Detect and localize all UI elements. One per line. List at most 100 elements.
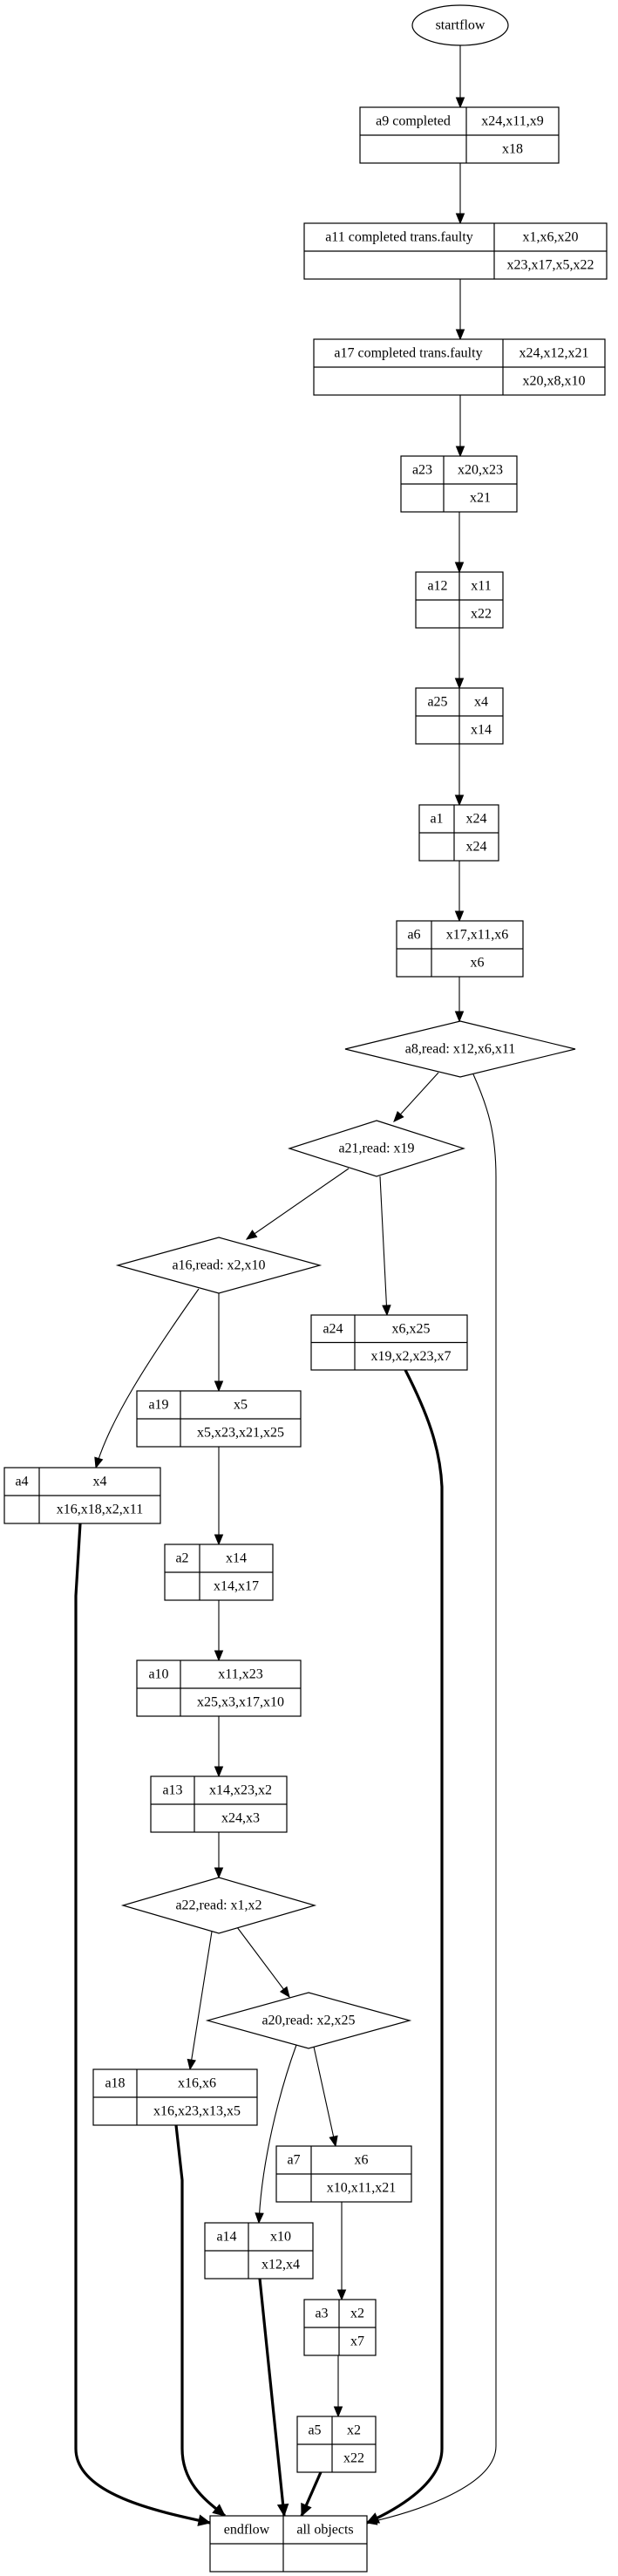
decision-a20[interactable]: a20,read: x2,x25 [205,1992,412,2049]
edge-line [236,1926,290,1998]
edge-a8-to-a21 [393,1072,439,1122]
edge-a2-to-a10 [214,1600,224,1662]
edge-line [393,1072,439,1122]
edge-line [258,2278,286,2517]
edge-a14-to-endflow [258,2278,289,2518]
record-label: a18 [105,2076,125,2091]
edge-a12-to-a25 [454,628,465,690]
arrowhead-icon [454,678,465,690]
arrowhead-icon [336,2289,347,2301]
record-bottom-value: x16,x23,x13,x5 [153,2104,241,2119]
arrowhead-icon [455,213,465,225]
record-label: a17 completed trans.faulty [334,346,482,361]
record-label: a6 [407,928,420,943]
record-bottom-value: x20,x8,x10 [523,374,586,389]
arrowhead-icon [245,1230,258,1240]
edge-a21-to-a24 [379,1176,391,1317]
decision-a16[interactable]: a16,read: x2,x10 [115,1237,323,1294]
edge-a4-to-endflow [74,1523,212,2526]
edge-a16-to-a19 [214,1293,224,1393]
arrowhead-icon [365,2512,381,2524]
record-top-value: x2 [350,2307,364,2321]
record-top-value: x24,x11,x9 [481,114,543,129]
record-bottom-value: x7 [350,2334,364,2349]
edge-startflow-to-a9 [455,45,465,109]
arrowhead-icon [94,1456,104,1469]
record-label: a14 [216,2230,236,2245]
edge-a6-to-a8 [454,977,465,1023]
decision-a8[interactable]: a8,read: x12,x6,x11 [344,1020,576,1078]
decision-label: a16,read: x2,x10 [172,1258,265,1273]
edge-a20-to-a7 [313,2046,338,2148]
edge-a10-to-a13 [214,1716,224,1778]
edge-a13-to-a22 [214,1832,224,1879]
record-label: a13 [162,1783,182,1798]
arrowhead-icon [454,1011,465,1023]
edge-a21-to-a16 [245,1168,350,1240]
start-ellipse [411,4,509,46]
record-top-value: x14 [226,1551,247,1566]
record-label: a5 [308,2423,321,2438]
node-a17[interactable]: a17 completed trans.faulty x24,x12,x21 x20… [313,338,606,396]
edge-a3-to-a5 [333,2355,343,2418]
arrowhead-icon [255,2212,264,2225]
arrowhead-icon [214,1650,224,1662]
record-label: endflow [224,2523,270,2538]
record-top-value: x6 [355,2153,369,2168]
record-label: a9 completed [376,114,451,129]
edge-a1-to-a6 [454,861,465,923]
arrowhead-icon [187,2058,196,2071]
record-bottom-value: x22 [471,607,492,622]
edge-a20-to-a14 [255,2044,297,2225]
decision-label: a21,read: x19 [338,1141,414,1156]
node-endflow[interactable]: endflow all objects [209,2515,368,2573]
edge-a22-to-a20 [236,1926,290,1999]
decision-a22[interactable]: a22,read: x1,x2 [120,1877,317,1934]
arrowhead-icon [454,562,465,574]
arrowhead-icon [455,97,465,109]
record-top-value: all objects [296,2523,353,2538]
record-bottom-value: x21 [470,491,491,506]
record-top-value: x16,x6 [178,2076,216,2091]
decision-a21[interactable]: a21,read: x19 [288,1120,465,1177]
record-top-value: x10 [270,2230,291,2245]
record-top-value: x11 [471,579,491,594]
edge-a11-to-a17 [455,279,465,341]
decision-diamond [205,1992,412,2049]
edge-a22-to-a18 [187,1931,213,2071]
arrowhead-icon [329,2135,338,2148]
edge-a18-to-endflow [174,2124,227,2518]
record-top-value: x24,x12,x21 [520,346,589,361]
record-label: a2 [175,1551,188,1566]
node-a18[interactable]: a18 x16,x6 x16,x23,x13,x5 [92,2068,258,2126]
record-label: a10 [148,1667,168,1682]
decision-label: a20,read: x2,x25 [261,2014,355,2028]
arrowhead-icon [301,2502,312,2518]
record-bottom-value: x24 [466,840,487,855]
record-bottom-value: x22 [343,2451,364,2466]
node-startflow[interactable]: startflow [411,4,509,46]
record-top-value: x17,x11,x6 [446,928,508,943]
edge-a25-to-a1 [454,744,465,807]
record-top-value: x1,x6,x20 [523,230,579,245]
record-bottom-value: x5,x23,x21,x25 [197,1426,284,1441]
edge-line [258,2044,297,2224]
